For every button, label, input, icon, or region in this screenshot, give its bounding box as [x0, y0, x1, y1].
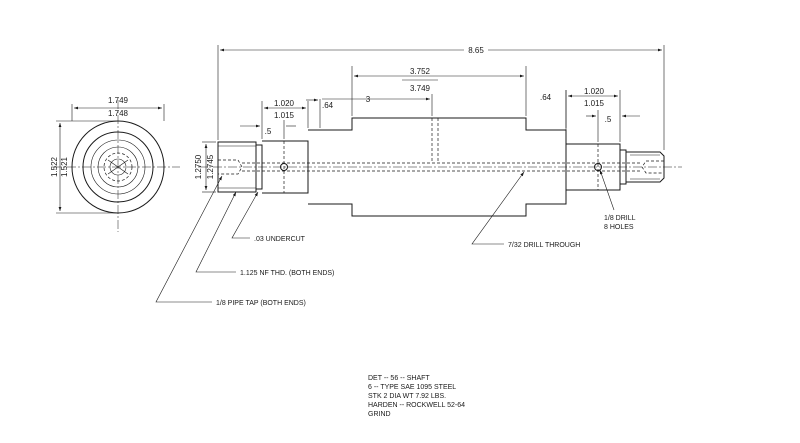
undercut-note: .03 UNDERCUT — [254, 236, 306, 243]
end-view-bore-circle — [109, 158, 127, 176]
left-pipe-tap-hidden — [218, 159, 243, 175]
end-diameter-upper: 1.2750 — [194, 154, 203, 179]
title-line-4: HARDEN -- ROCKWELL 52-64 — [368, 402, 465, 409]
side-view-dimensions: 8.65 3.752 3.749 3 .64 .64 1.020 1.015 .… — [194, 45, 665, 193]
end-view-circle-3 — [90, 139, 146, 195]
pipe-tap-leader — [155, 175, 223, 303]
drill-through-note: 7/32 DRILL THROUGH — [508, 242, 580, 249]
center-offset-label: 3 — [366, 95, 371, 104]
thread-note: 1.125 NF THD. (BOTH ENDS) — [240, 270, 334, 277]
end-view-circle-2 — [82, 131, 154, 203]
left-bearing-upper: 1.020 — [274, 99, 295, 108]
end-view: 1.749 1.748 1.522 1.521 — [50, 96, 180, 232]
left-bearing-journal — [262, 140, 309, 194]
right-shoulder-label: .64 — [540, 93, 552, 102]
left-drill-hole — [280, 163, 288, 171]
drill-note-line2: 8 HOLES — [604, 224, 634, 231]
title-line-1: DET -- 56 -- SHAFT — [368, 375, 430, 382]
right-threaded-end — [625, 151, 665, 183]
left-undercut — [256, 144, 263, 190]
overall-length-label: 8.65 — [468, 46, 484, 55]
end-diameter-lower: 1.2745 — [206, 154, 215, 179]
title-block: DET -- 56 -- SHAFT 6 -- TYPE SAE 1095 ST… — [368, 375, 465, 418]
right-drill-hole — [594, 163, 602, 171]
undercut-leader — [231, 191, 259, 239]
right-bearing-journal — [566, 143, 621, 191]
title-line-5: GRIND — [368, 411, 391, 418]
end-view-width-lower: 1.748 — [108, 109, 129, 118]
title-line-2: 6 -- TYPE SAE 1095 STEEL — [368, 384, 456, 391]
thread-leader — [195, 191, 237, 273]
end-view-tap-circle — [103, 152, 133, 182]
drill-holes-leader — [599, 169, 615, 211]
end-view-circle-4 — [97, 146, 139, 188]
right-bearing-lower: 1.015 — [584, 99, 605, 108]
left-shoulder-label: .64 — [322, 101, 334, 110]
right-pipe-tap-hidden — [641, 160, 664, 174]
end-view-height-upper: 1.522 — [50, 156, 59, 177]
center-length-upper: 3.752 — [410, 67, 431, 76]
center-length-lower: 3.749 — [410, 84, 431, 93]
left-bearing-lower: 1.015 — [274, 111, 295, 120]
right-bearing-upper: 1.020 — [584, 87, 605, 96]
side-view — [198, 117, 682, 217]
end-view-width-upper: 1.749 — [108, 96, 129, 105]
notes: .03 UNDERCUT 1.125 NF THD. (BOTH ENDS) 1… — [155, 169, 636, 307]
left-hole-offset: .5 — [265, 127, 272, 136]
pipe-tap-note: 1/8 PIPE TAP (BOTH ENDS) — [216, 300, 306, 307]
title-line-3: STK 2 DIA WT 7.92 LBS. — [368, 393, 446, 400]
end-view-height-lower: 1.521 — [60, 156, 69, 177]
drill-through-leader — [471, 171, 525, 245]
shaft-center-body — [308, 117, 567, 217]
right-hole-offset: .5 — [605, 115, 612, 124]
drill-note-line1: 1/8 DRILL — [604, 215, 636, 222]
